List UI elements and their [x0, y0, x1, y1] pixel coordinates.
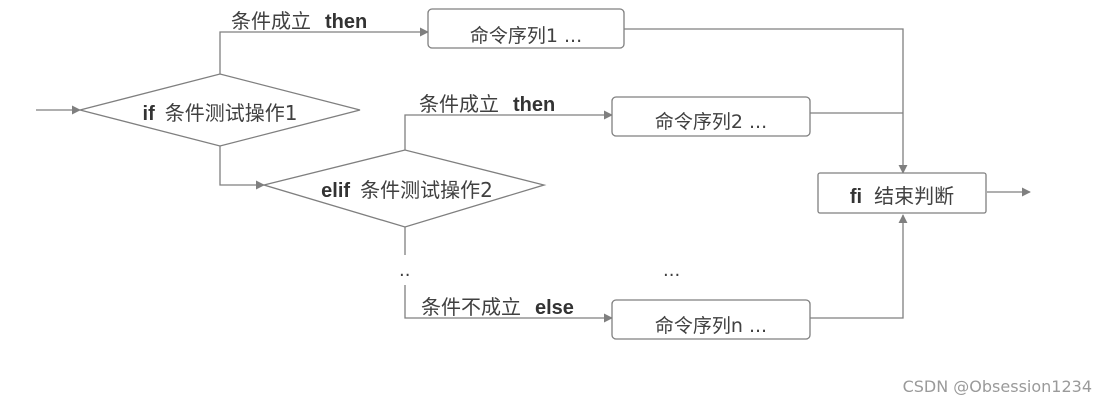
if-decision: if 条件测试操作1 — [79, 73, 361, 147]
commandn-rect — [611, 299, 811, 340]
if-then-edge — [219, 27, 429, 74]
command2-rect — [611, 96, 811, 137]
watermark-text: CSDN @Obsession1234 — [903, 377, 1092, 396]
command1-box: 命令序列1 ... — [427, 8, 625, 49]
else-condition: 条件不成立 — [421, 295, 521, 319]
fi-keyword: fi — [850, 186, 862, 208]
elif-then-edge — [404, 110, 613, 150]
if-condition-text: 条件测试操作1 — [165, 101, 298, 125]
edges — [36, 27, 1031, 323]
fi-end-box: fi 结束判断 — [817, 172, 987, 214]
commandn-box: 命令序列n ... — [611, 299, 811, 340]
elif-decision: elif 条件测试操作2 — [261, 149, 547, 228]
elif-diamond-shape — [261, 149, 547, 228]
if-then-label: 条件成立 then — [231, 9, 367, 33]
fi-end-text: 结束判断 — [874, 184, 954, 208]
middle-ellipsis: ... — [663, 260, 680, 281]
elif-condition-text: 条件测试操作2 — [360, 178, 493, 202]
elif-then-label: 条件成立 then — [419, 92, 555, 116]
command2-label: 命令序列2 ... — [655, 111, 767, 133]
commandn-label: 命令序列n ... — [655, 315, 767, 337]
cmdn-to-fi-edge — [810, 214, 908, 319]
if-then-condition: 条件成立 — [231, 9, 311, 33]
command1-rect — [427, 8, 625, 49]
command1-label: 命令序列1 ... — [470, 25, 582, 47]
else-label: 条件不成立 else — [421, 295, 574, 319]
elif-then-keyword: then — [513, 94, 555, 116]
else-edge — [404, 285, 613, 323]
if-then-keyword: then — [325, 11, 367, 33]
else-keyword: else — [535, 297, 574, 319]
cmd1-to-fi-edge — [624, 28, 908, 174]
fi-end-rect — [817, 172, 987, 214]
if-diamond-shape — [79, 73, 361, 147]
if-keyword: if — [143, 103, 156, 125]
elif-keyword: elif — [321, 180, 350, 202]
elif-then-condition: 条件成立 — [419, 92, 499, 116]
if-else-edge — [219, 146, 265, 190]
command2-box: 命令序列2 ... — [611, 96, 811, 137]
left-ellipsis: .. — [399, 260, 410, 281]
